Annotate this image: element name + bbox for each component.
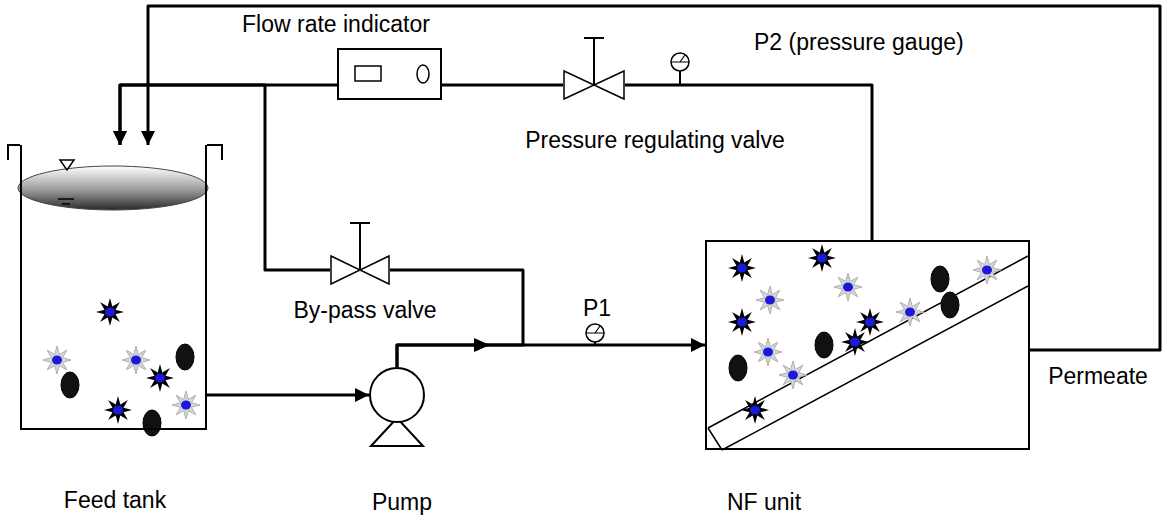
solute-particle (104, 396, 132, 424)
valve-stem (359, 223, 361, 270)
indicator-knob (417, 65, 429, 83)
component-label: NF unit (725, 490, 803, 514)
solute-particle (834, 273, 862, 301)
solute-particle (146, 364, 174, 392)
solute-particle (808, 244, 836, 272)
solute-particle (841, 328, 869, 356)
pipe-line (120, 85, 330, 270)
solute-particle (856, 308, 884, 336)
component-label: Flow rate indicator (240, 12, 432, 36)
gauge-label: P1 (581, 296, 613, 320)
solute-particle (61, 372, 79, 398)
membrane (708, 256, 1028, 450)
valve-body (594, 71, 624, 99)
solute-particle (941, 292, 959, 318)
solute-particle (756, 286, 784, 314)
pressure-gauge (671, 55, 689, 62)
solute-particle (741, 396, 769, 424)
valve-outline (563, 70, 625, 100)
component-label: Pump (370, 490, 434, 514)
feed-tank: Feed tank (20, 145, 207, 430)
solute-particle (172, 391, 200, 419)
solute-particle (754, 338, 782, 366)
solute-particle (896, 298, 924, 326)
solute-particle (122, 346, 150, 374)
component-label: Feed tank (62, 488, 168, 512)
solute-particle (728, 308, 756, 336)
solute-particle (973, 256, 1001, 284)
pressure-gauge (671, 53, 689, 71)
solute-particle (96, 298, 124, 326)
valve-body (331, 256, 360, 284)
tank-rim (8, 145, 222, 160)
component-label: By-pass valve (291, 298, 438, 322)
solute-particle (729, 355, 747, 381)
pipe-line (207, 394, 369, 397)
component-label: Pressure regulating valve (523, 128, 787, 152)
bypass-valve: By-pass valve (330, 255, 390, 285)
water-level-mark (60, 160, 74, 170)
solute-particle (176, 344, 194, 370)
pressure-gauge (586, 326, 604, 333)
pressure-gauge (586, 324, 604, 342)
solute-particle (728, 254, 756, 282)
valve-body (360, 256, 389, 284)
gauge-stem (679, 71, 681, 85)
pipe-line (397, 345, 705, 367)
water-level-mark (58, 199, 74, 204)
pipe-line (120, 85, 337, 145)
nf-unit: NF unit (705, 240, 1030, 450)
valve-stem (593, 38, 595, 85)
pipe-line (442, 84, 563, 87)
pressure-regulating-valve: Pressure regulating valve (563, 70, 625, 100)
flow-rate-indicator: Flow rate indicator (337, 48, 442, 100)
valve-handle (350, 222, 370, 224)
solute-particle (779, 361, 807, 389)
solute-particle (143, 410, 161, 436)
pump-symbol: Pump (369, 367, 425, 423)
pipe-line (625, 85, 872, 240)
valve-outline (330, 255, 390, 285)
solute-particle (43, 346, 71, 374)
valve-body (564, 71, 594, 99)
gauge-label: P2 (pressure gauge) (752, 30, 966, 54)
stream-label: Permeate (1046, 364, 1150, 388)
valve-handle (584, 37, 604, 39)
indicator-face (339, 50, 440, 98)
solute-particle (815, 332, 833, 358)
solute-particle (931, 266, 949, 292)
indicator-display (355, 66, 381, 81)
water-surface (18, 166, 208, 210)
pipe-line (148, 6, 1160, 350)
